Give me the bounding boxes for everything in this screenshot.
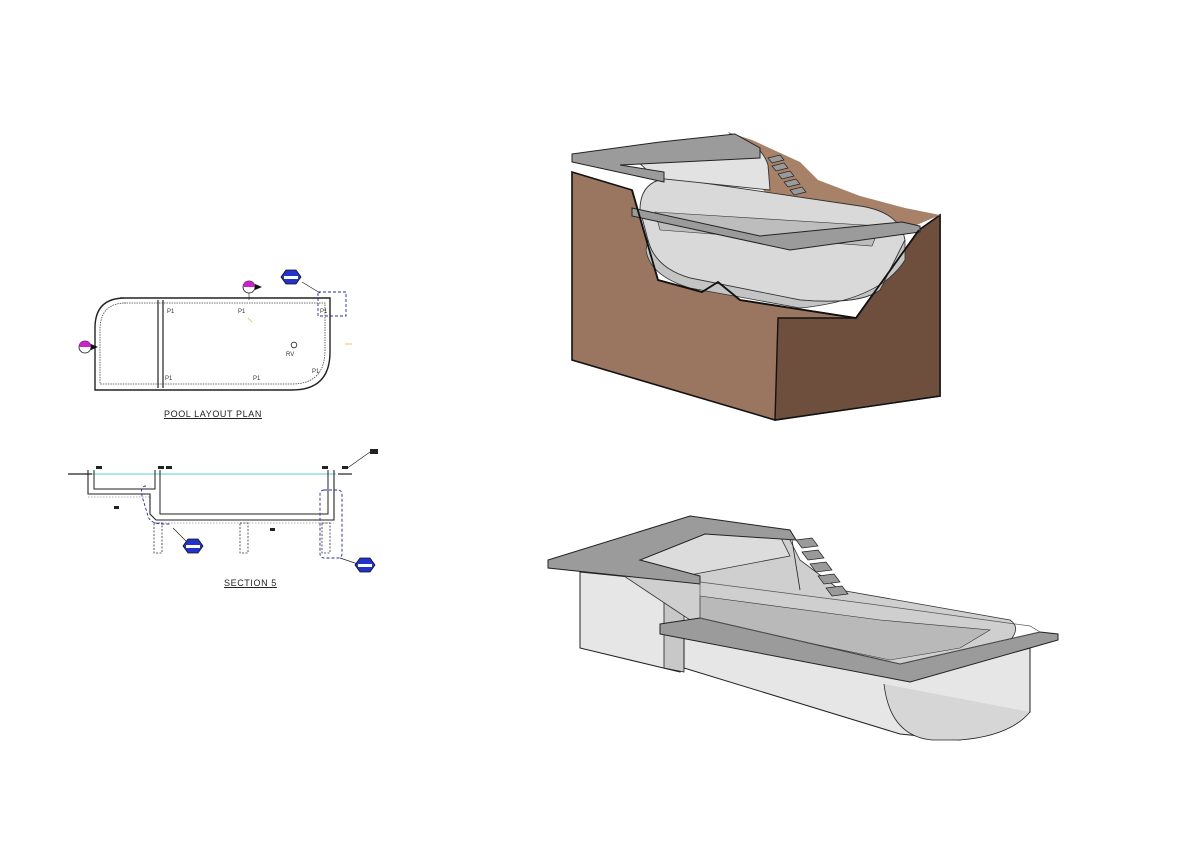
section-marker-icon [242,280,262,300]
detail-marker-icon [182,538,204,554]
pool-3d-shell [547,515,1059,741]
plan-label: RV [286,352,294,358]
plan-label: P1 [312,369,320,375]
plan-title: POOL LAYOUT PLAN [164,409,262,419]
section-marker-icon [78,340,98,354]
detail-marker-icon [280,269,302,285]
pool-3d-cutaway [571,132,941,421]
plan-label: P1 [165,376,173,382]
pool-layout-plan: P1 P1 P1 P1 P1 P1 RV [78,269,352,391]
detail-marker-icon [354,557,376,573]
section-title: SECTION 5 [224,578,277,588]
plan-label: P1 [238,309,246,315]
section-5 [68,449,378,573]
plan-label: P1 [320,309,328,315]
plan-label: P1 [253,376,261,382]
plan-label: P1 [167,309,175,315]
